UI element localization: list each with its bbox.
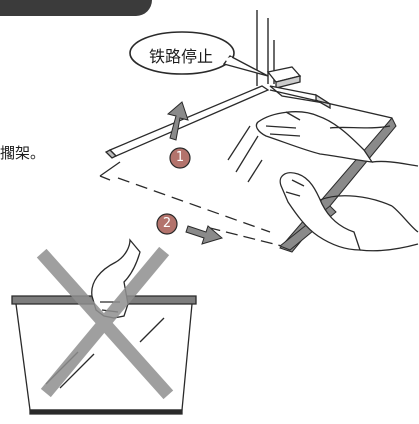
- callout-label: 铁路停止: [149, 47, 214, 66]
- shelf-rail: [104, 85, 270, 159]
- rightward-arrow-icon: [185, 225, 224, 245]
- hand-upper: [255, 111, 419, 167]
- side-caption: 擱架。: [0, 144, 46, 162]
- step-2-number: 2: [162, 216, 172, 231]
- top-banner: [0, 0, 152, 16]
- callout-bubble: [129, 31, 269, 77]
- prohibition-cross-icon: [36, 246, 174, 400]
- upward-arrow-icon: [166, 101, 189, 141]
- step-1-number: 1: [175, 150, 185, 165]
- step-2-circle: [156, 213, 178, 235]
- hand-lower: [279, 172, 419, 252]
- step-1-circle: [169, 147, 191, 169]
